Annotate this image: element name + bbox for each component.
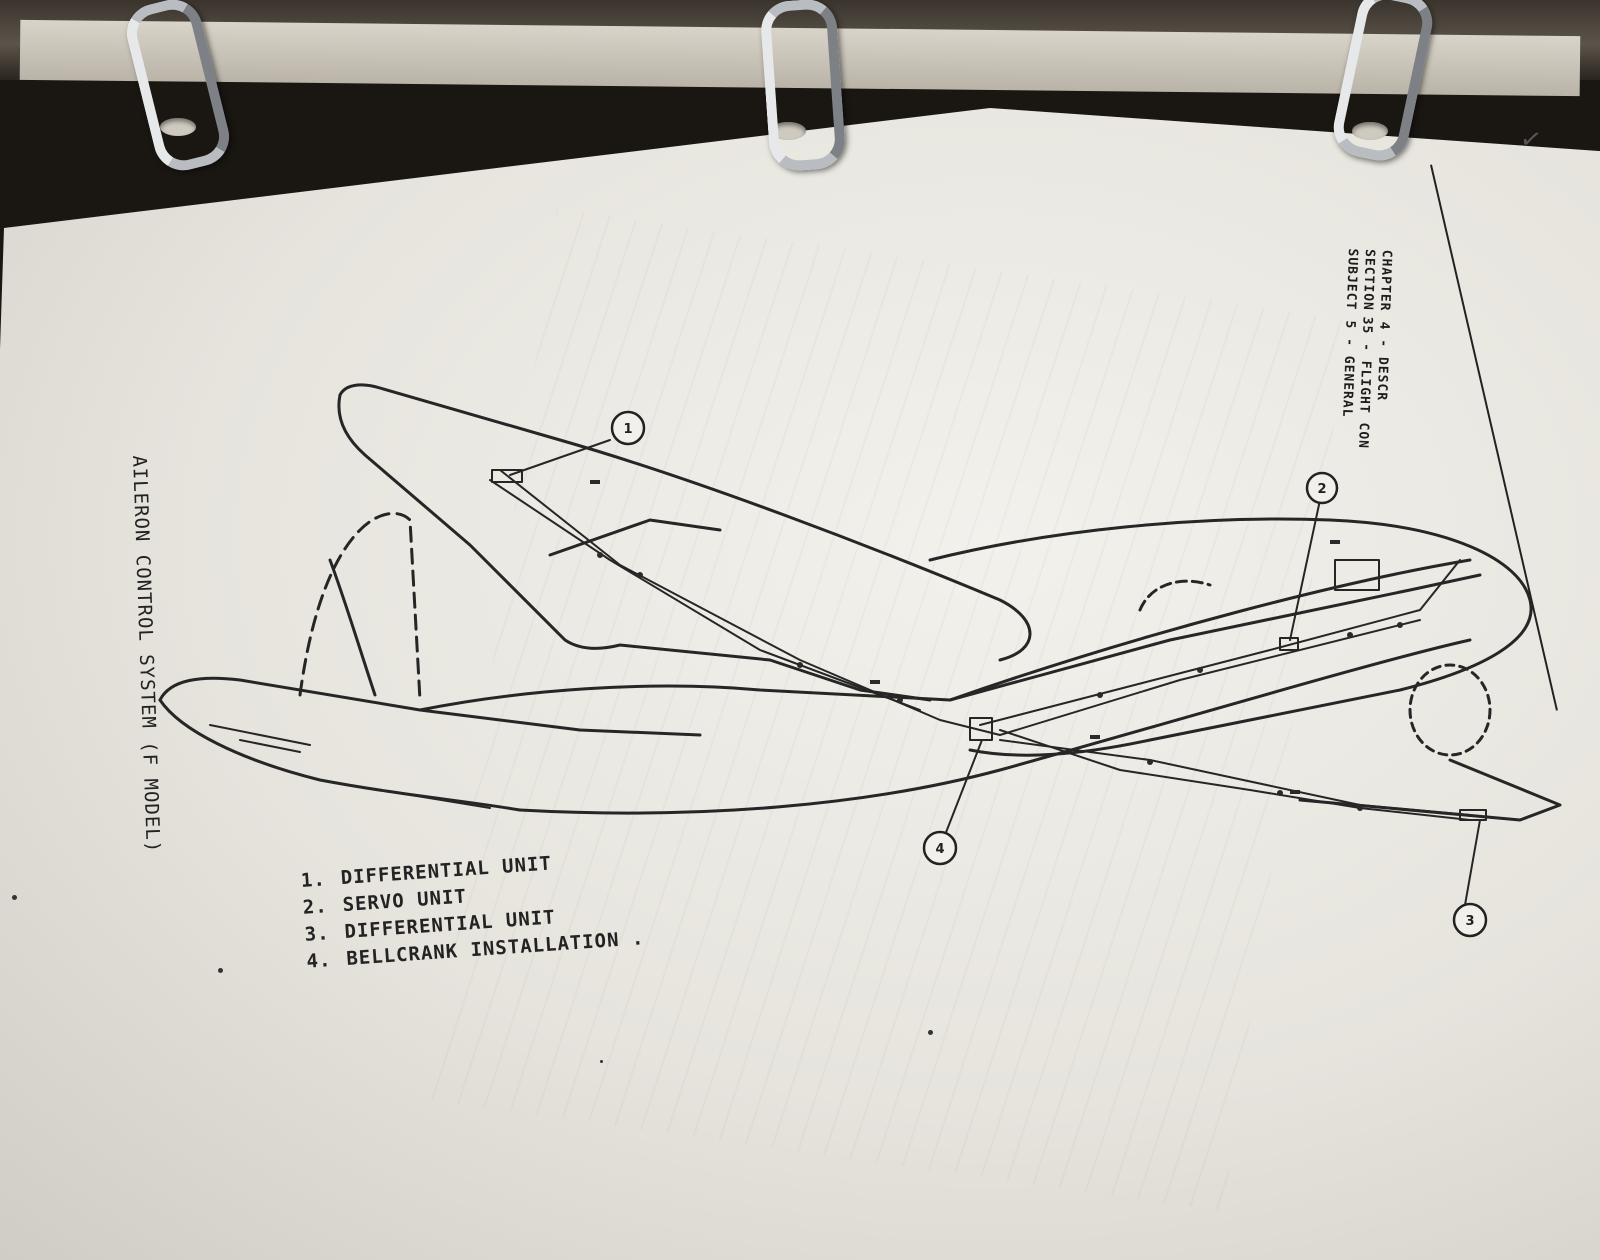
lower-aileron-line bbox=[999, 729, 1471, 821]
cable-markers bbox=[590, 480, 1403, 811]
ink-speck bbox=[218, 968, 223, 973]
pulley-marker bbox=[1357, 805, 1363, 811]
callouts: 1 2 3 4 bbox=[610, 410, 1488, 938]
ink-speck bbox=[600, 1060, 603, 1063]
callout-1: 1 bbox=[610, 410, 646, 446]
upper-wing-outline bbox=[337, 393, 932, 702]
pulley-marker bbox=[637, 572, 643, 578]
callout-leader-2 bbox=[1289, 499, 1321, 641]
elevator-slots bbox=[209, 724, 491, 809]
differential-unit-lower bbox=[1459, 809, 1487, 821]
lower-wing-outline bbox=[928, 517, 1533, 757]
upper-wing-leading-edge bbox=[338, 383, 1032, 662]
pulley-marker bbox=[1097, 692, 1103, 698]
lower-wing-leading bbox=[948, 573, 1482, 702]
direction-arrow bbox=[1090, 735, 1100, 739]
ring-hole-middle bbox=[770, 122, 806, 140]
upper-aileron-line bbox=[489, 479, 921, 711]
differential-unit-upper bbox=[491, 469, 523, 483]
pulley-marker bbox=[797, 662, 803, 668]
control-cable-lower bbox=[999, 739, 1471, 816]
direction-arrow bbox=[1330, 540, 1340, 544]
stabilizer-rear bbox=[158, 698, 522, 812]
pulley-marker bbox=[1147, 759, 1153, 765]
control-cable-upper bbox=[499, 469, 1421, 736]
legend-number: 2. bbox=[302, 895, 329, 919]
direction-arrow bbox=[870, 680, 880, 684]
ink-speck bbox=[12, 895, 17, 900]
legend-number: 4. bbox=[305, 949, 333, 973]
direction-arrow bbox=[590, 480, 600, 484]
instrument-box bbox=[1334, 559, 1380, 591]
fin-leading bbox=[328, 558, 377, 697]
callout-2-label: 2 bbox=[1317, 482, 1326, 497]
callout-3-label: 3 bbox=[1465, 914, 1474, 929]
pulley-marker bbox=[897, 697, 903, 703]
vertical-fin bbox=[298, 511, 422, 702]
pulley-marker bbox=[1197, 667, 1203, 673]
legend-number: 3. bbox=[303, 922, 331, 946]
fuselage-bottom bbox=[518, 638, 1472, 815]
pulley-marker bbox=[1277, 790, 1283, 796]
callout-leader-1 bbox=[509, 439, 611, 476]
control-cable-servo bbox=[979, 559, 1461, 726]
pulley-marker bbox=[597, 552, 603, 558]
servo-unit bbox=[1279, 637, 1299, 651]
canopy-outline bbox=[1138, 579, 1212, 612]
ink-speck bbox=[928, 1030, 933, 1035]
callout-leader-3 bbox=[1464, 819, 1481, 906]
horizontal-stabilizer bbox=[158, 676, 702, 737]
pulley-marker bbox=[1397, 622, 1403, 628]
callout-4-label: 4 bbox=[935, 842, 944, 857]
pulley-marker bbox=[1347, 632, 1353, 638]
callout-2: 2 bbox=[1305, 471, 1339, 505]
aileron-diagram: 1 2 3 4 bbox=[158, 383, 1562, 938]
callout-leader-4 bbox=[944, 739, 983, 836]
ring-hole-left bbox=[160, 118, 196, 136]
ring-hole-right bbox=[1352, 122, 1388, 140]
callout-1-label: 1 bbox=[623, 422, 632, 437]
fuselage-top bbox=[418, 558, 1472, 712]
direction-arrow bbox=[1290, 790, 1300, 794]
engine-cowling bbox=[1408, 663, 1492, 757]
callout-4: 4 bbox=[922, 830, 958, 866]
callout-3: 3 bbox=[1452, 902, 1488, 938]
legend-number: 1. bbox=[300, 868, 327, 892]
